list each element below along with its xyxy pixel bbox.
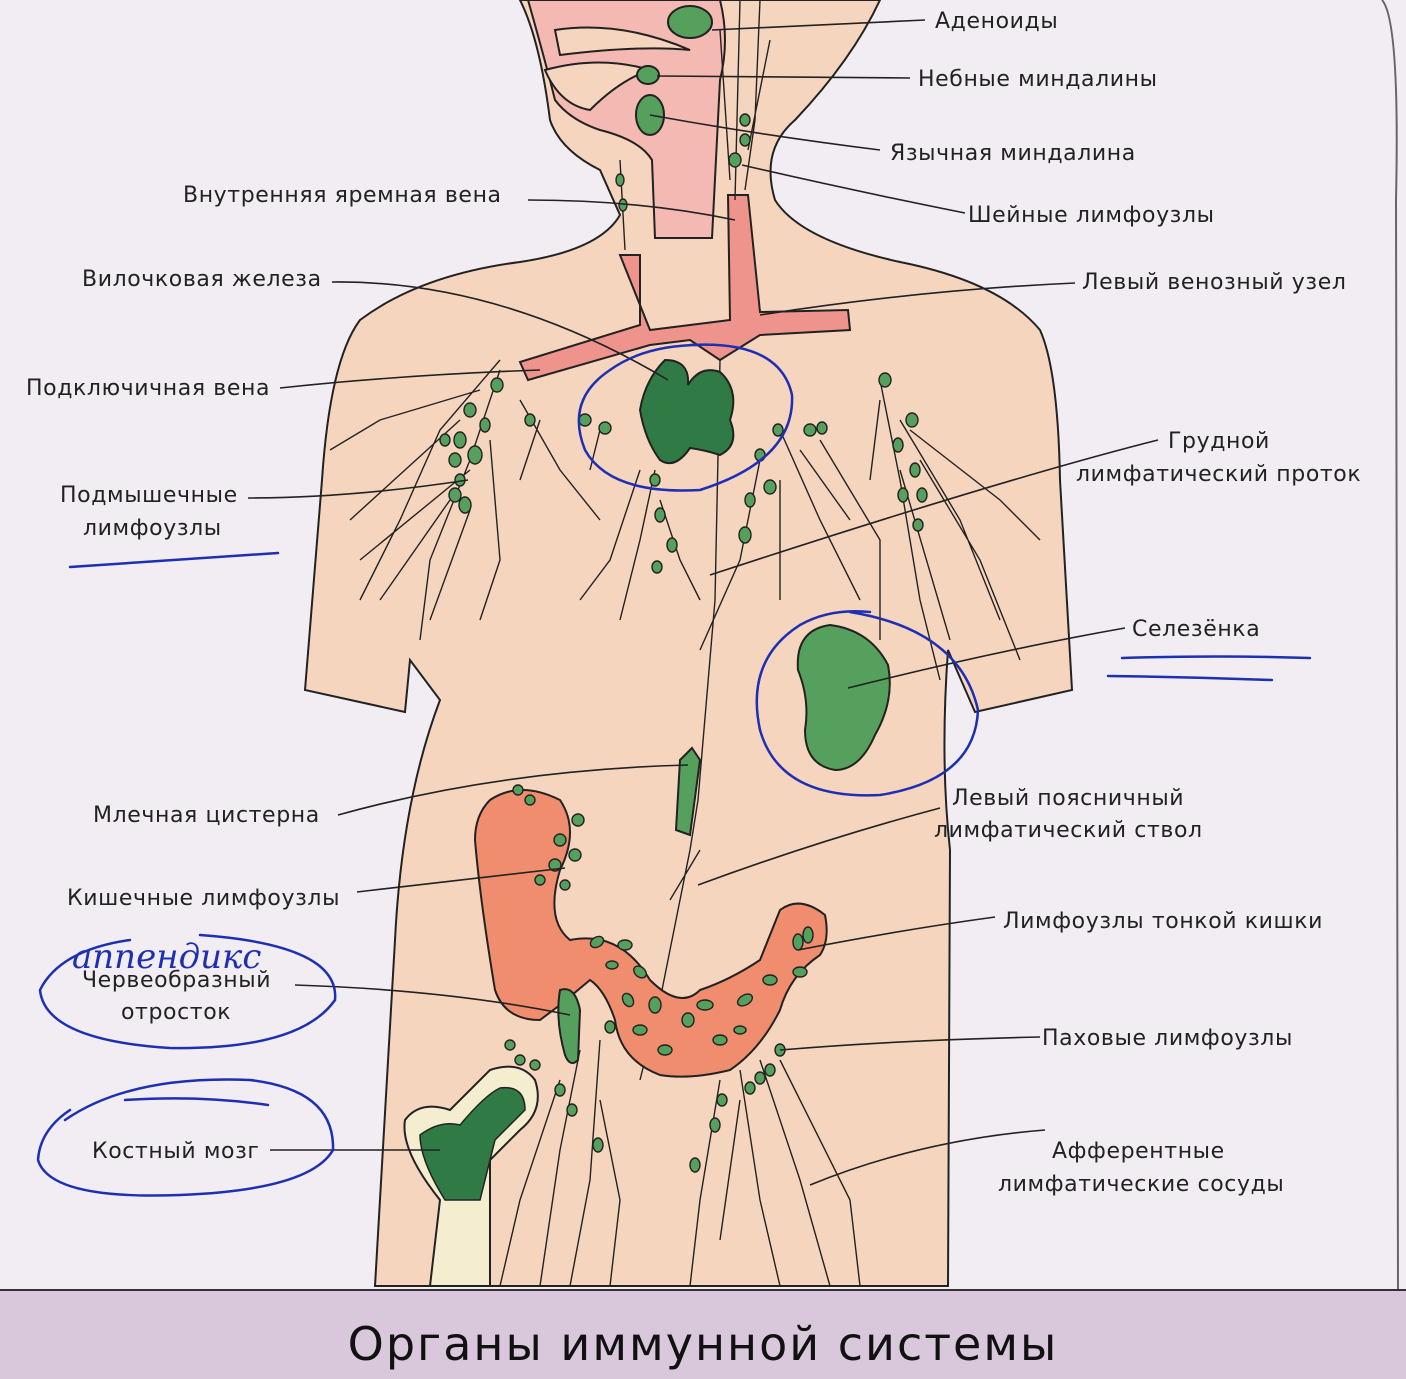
palate	[553, 26, 691, 57]
cisterna-chyli	[674, 746, 702, 837]
label-inguinal: Паховые лимфоузлы	[1042, 1026, 1293, 1051]
label-lingual-tonsil: Язычная миндалина	[890, 141, 1136, 166]
bone-marrow-circle	[36, 1078, 335, 1197]
label-spleen: Селезёнка	[1132, 617, 1260, 642]
label-subclavian-vein: Подключичная вена	[26, 376, 270, 401]
label-appendix-line1: Червеобразный	[82, 968, 271, 993]
label-thoracic-duct-line2: лимфатический проток	[1076, 462, 1361, 487]
label-lumbar-line2: лимфатический ствол	[934, 818, 1203, 843]
lymphatic-vessels	[329, 0, 1041, 1287]
label-afferent-line1: Афферентные	[1052, 1139, 1225, 1164]
page-title: Органы иммунной системы	[348, 1317, 1059, 1371]
leader-lines	[247, 19, 1159, 1186]
bone-marrow	[419, 1086, 526, 1201]
bone-marrow-tick	[123, 1097, 270, 1107]
page-edge	[1381, 0, 1399, 1291]
label-afferent-line2: лимфатические сосуды	[998, 1172, 1284, 1197]
thymus	[638, 358, 735, 464]
label-thoracic-duct-line1: Грудной	[1168, 429, 1270, 454]
label-appendix-line2: отросток	[121, 1000, 231, 1025]
spleen	[796, 623, 891, 772]
label-axillary-line2: лимфоузлы	[83, 516, 222, 541]
axillary-underline	[68, 551, 280, 569]
label-left-venous-angle: Левый венозный узел	[1082, 270, 1347, 295]
tongue	[543, 61, 654, 112]
label-lumbar-line1: Левый поясничный	[952, 786, 1184, 811]
spleen-circle	[755, 610, 980, 797]
label-cervical-nodes: Шейные лимфоузлы	[968, 203, 1215, 228]
label-bone-marrow: Костный мозг	[92, 1139, 260, 1164]
appendix	[557, 988, 582, 1065]
thymus-circle	[577, 343, 794, 492]
footer-bar	[0, 1290, 1406, 1379]
label-small-intestine-nodes: Лимфоузлы тонкой кишки	[1003, 909, 1323, 934]
label-jugular-vein: Внутренняя яремная вена	[183, 183, 502, 208]
label-palatine-tonsils: Небные миндалины	[918, 67, 1158, 92]
intestine-nodes	[589, 926, 814, 1056]
label-thymus: Вилочковая железа	[82, 267, 322, 292]
label-cisterna: Млечная цистерна	[93, 803, 320, 828]
veins	[518, 194, 852, 382]
label-adenoids: Аденоиды	[935, 9, 1058, 34]
handwritten-appendix-note: аппендикс	[72, 937, 261, 977]
label-axillary-line1: Подмышечные	[60, 483, 238, 508]
adenoids	[667, 5, 713, 39]
vein-system	[518, 194, 852, 382]
spleen-underline-2	[1106, 674, 1274, 682]
palatine-tonsil	[636, 65, 660, 85]
appendix-circle	[38, 933, 337, 1050]
pen-annotations	[36, 343, 1312, 1197]
label-intestinal-nodes: Кишечные лимфоузлы	[67, 886, 340, 911]
spleen-underline-1	[1120, 655, 1312, 660]
